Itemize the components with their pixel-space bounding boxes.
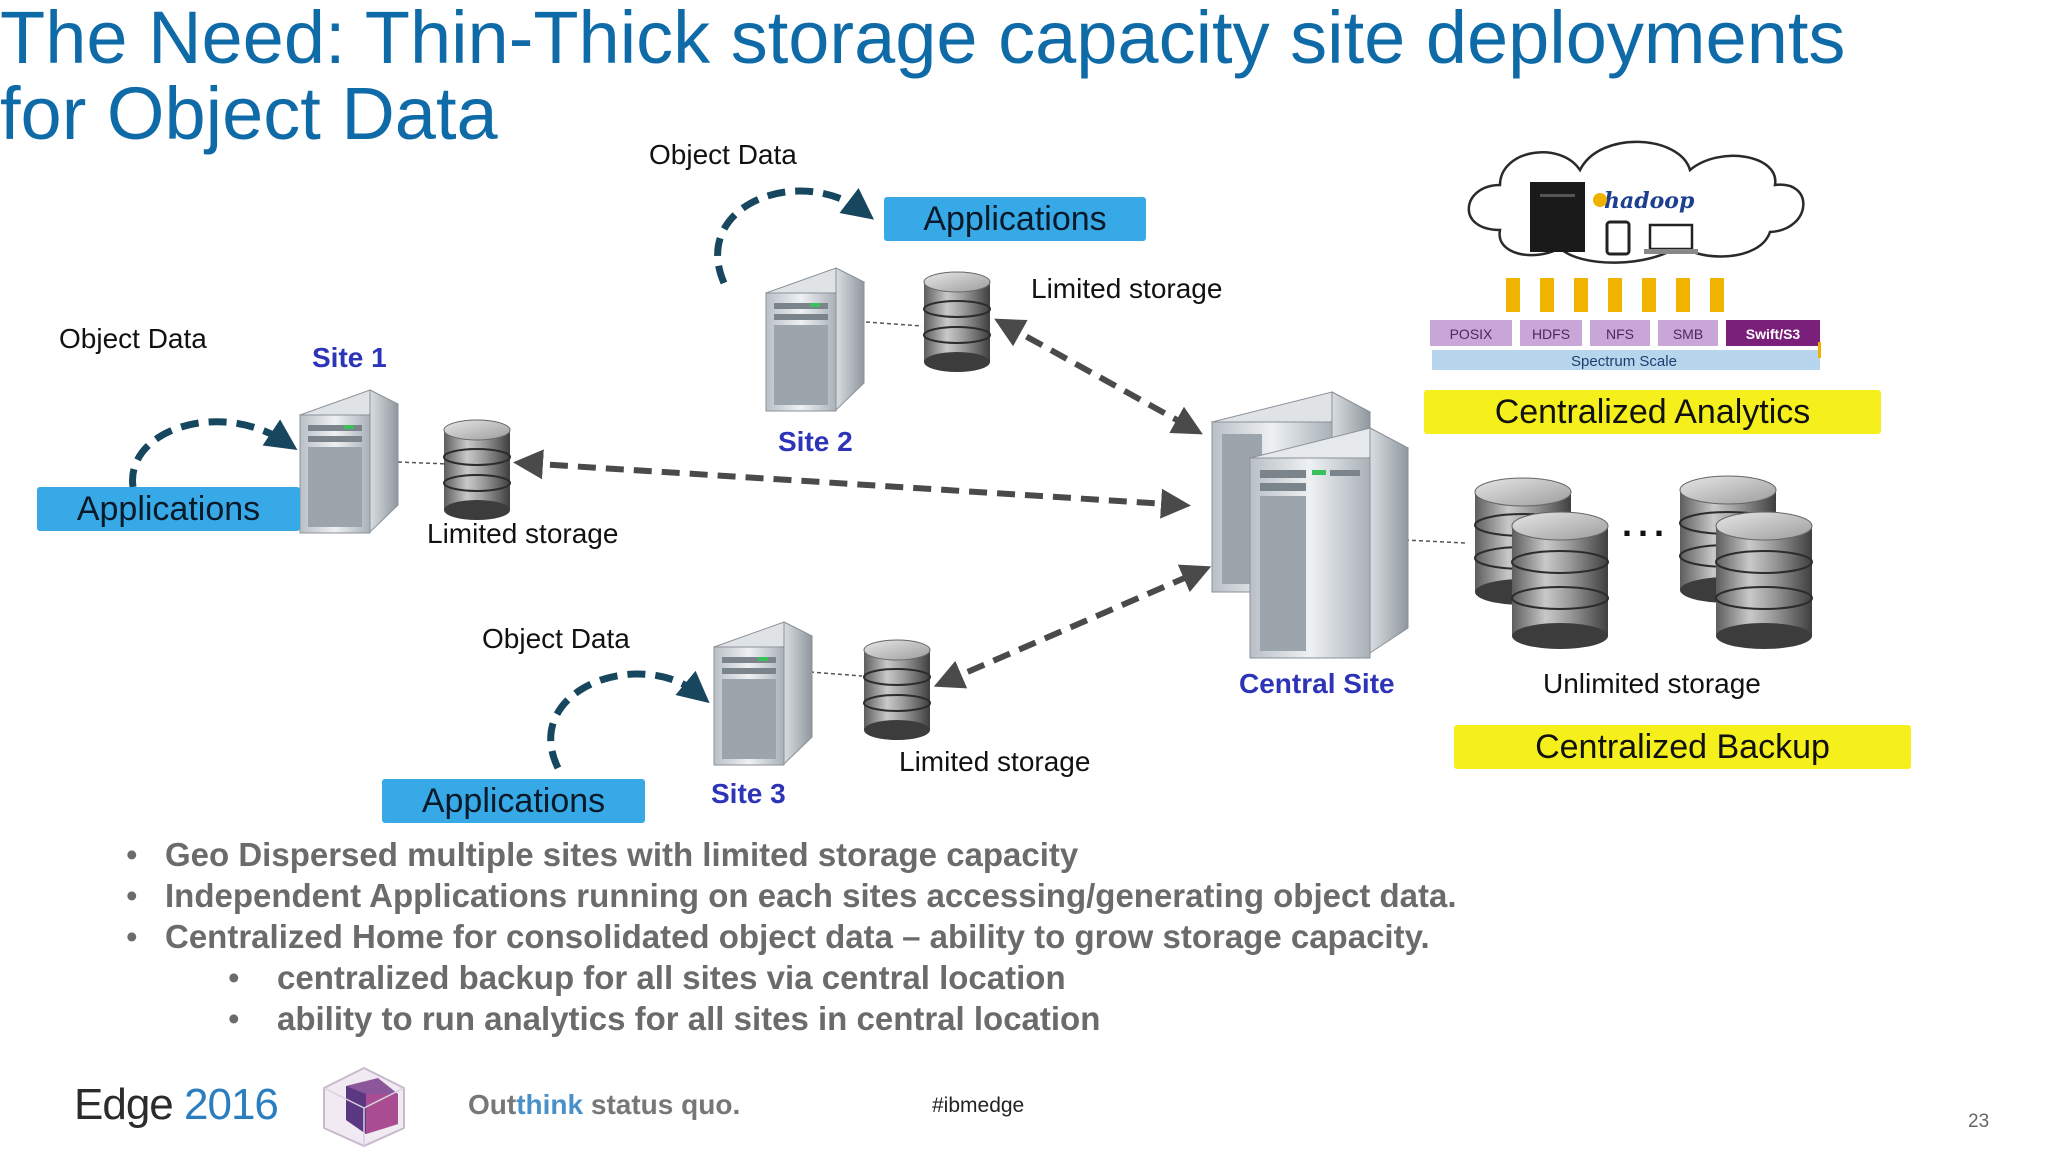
slide-title-line-2: for Object Data: [0, 72, 498, 155]
site2-server-icon: [764, 267, 866, 412]
site3-label: Site 3: [711, 778, 786, 809]
site2-applications-box: Applications: [884, 197, 1146, 241]
site1-applications-box: Applications: [37, 487, 300, 531]
protocol-swift-s3: Swift/S3: [1746, 326, 1801, 342]
slide-title: The Need: Thin-Thick storage capacity si…: [0, 0, 1940, 152]
edge-logo: Edge 2016: [74, 1080, 279, 1130]
site2-object-data-arrow: [714, 187, 875, 285]
tagline-suffix: status quo.: [583, 1089, 741, 1120]
central-site-label: Central Site: [1239, 668, 1395, 699]
cloud-server-icon: [1530, 182, 1585, 252]
edge-logo-text: Edge: [74, 1080, 174, 1129]
unlimited-storage-icon: [1474, 475, 1813, 649]
hadoop-logo: hadoop: [1604, 188, 1695, 214]
cloud-laptop-icon: [1648, 223, 1694, 251]
centralized-backup-box: Centralized Backup: [1454, 725, 1911, 769]
analytics-cloud-icon: hadoop: [1467, 140, 1805, 264]
site2-label: Site 2: [778, 426, 853, 457]
site3-object-data-arrow: [547, 670, 710, 770]
site3-connector: [809, 671, 863, 677]
sub-bullet-item: ability to run analytics for all sites i…: [120, 998, 1820, 1039]
tagline-prefix: Out: [468, 1089, 517, 1120]
centralized-analytics-box: Centralized Analytics: [1424, 390, 1881, 434]
outthink-tagline: Outthink status quo.: [468, 1089, 740, 1121]
unlimited-storage-label: Unlimited storage: [1543, 668, 1761, 699]
cloud-tablet-icon: [1605, 220, 1631, 256]
bullet-list: Geo Dispersed multiple sites with limite…: [120, 834, 1820, 1039]
site2-limited-storage-label: Limited storage: [1031, 273, 1223, 304]
site2-connector: [865, 321, 923, 327]
protocol-posix: POSIX: [1450, 326, 1493, 342]
site3-central-arrow: [933, 564, 1212, 689]
central-server-icon: [1210, 391, 1410, 659]
spectrum-scale-label: Spectrum Scale: [1571, 353, 1677, 370]
site2-storage-icon: [923, 271, 991, 372]
protocol-hdfs: HDFS: [1532, 326, 1570, 342]
site1-label: Site 1: [312, 342, 387, 373]
protocol-smb: SMB: [1673, 326, 1703, 342]
site1-limited-storage-label: Limited storage: [427, 518, 619, 549]
site3-applications-box: Applications: [382, 779, 645, 823]
ibm-cube-logo-icon: [323, 1066, 405, 1148]
site1-storage-icon: [443, 419, 511, 520]
site1-object-data-arrow: [129, 418, 298, 488]
site2-object-data-label: Object Data: [649, 139, 797, 170]
protocol-bar: POSIX HDFS NFS SMB Swift/S3 Spectrum Sca…: [1430, 320, 1821, 370]
protocol-nfs: NFS: [1606, 326, 1634, 342]
site3-limited-storage-label: Limited storage: [899, 746, 1091, 777]
site3-object-data-label: Object Data: [482, 623, 630, 654]
site2-central-arrow: [994, 318, 1203, 435]
site1-connector: [397, 461, 449, 465]
tagline-highlight: think: [516, 1089, 584, 1120]
sub-bullet-item: centralized backup for all sites via cen…: [120, 957, 1820, 998]
page-number: 23: [1968, 1111, 1990, 1132]
hashtag: #ibmedge: [932, 1094, 1025, 1117]
central-connector: [1404, 539, 1466, 544]
site1-object-data-label: Object Data: [59, 323, 207, 354]
edge-logo-year: 2016: [184, 1080, 279, 1129]
bullet-item: Independent Applications running on each…: [120, 875, 1820, 916]
site1-central-arrow: [513, 449, 1191, 519]
site1-server-icon: [298, 389, 400, 534]
analytics-connection-bars: [1506, 278, 1724, 312]
slide-title-line-1: The Need: Thin-Thick storage capacity si…: [0, 0, 1846, 79]
site3-storage-icon: [863, 639, 931, 740]
bullet-item: Centralized Home for consolidated object…: [120, 916, 1820, 957]
storage-ellipsis: ...: [1622, 503, 1671, 544]
bullet-item: Geo Dispersed multiple sites with limite…: [120, 834, 1820, 875]
site3-server-icon: [712, 621, 814, 766]
